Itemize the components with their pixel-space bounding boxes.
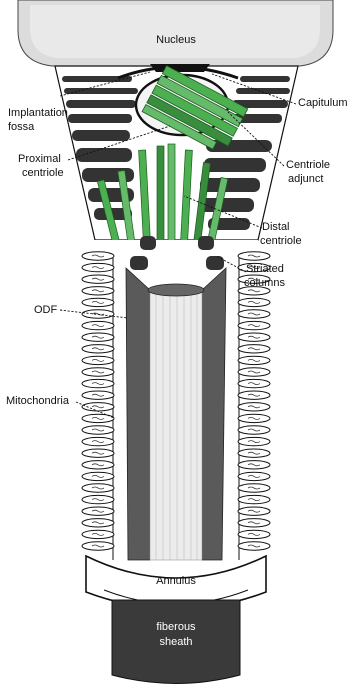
capitulum-label: Capitulum bbox=[298, 97, 348, 109]
annulus-label: Annulus bbox=[156, 575, 196, 587]
odf-left bbox=[126, 268, 150, 560]
proximal-centriole-label-line2: centriole bbox=[22, 167, 64, 179]
centriole-adjunct-label-line1: Centriole bbox=[286, 159, 330, 171]
striated-columns-label-line2: columns bbox=[244, 277, 285, 289]
implantation-fossa-label-line2: fossa bbox=[8, 121, 35, 133]
fiberous-sheath-label-line1: fiberous bbox=[156, 621, 196, 633]
striated-columns-label-line1: Striated bbox=[246, 263, 284, 275]
odf-label: ODF bbox=[34, 304, 58, 316]
nucleus bbox=[18, 0, 333, 66]
fiberous-sheath-label-line2: sheath bbox=[159, 636, 192, 648]
implantation-fossa-label-line1: Implantation bbox=[8, 107, 68, 119]
nucleus-label: Nucleus bbox=[156, 34, 196, 46]
distal-centriole-label-line1: Distal bbox=[262, 221, 290, 233]
mitochondria-label: Mitochondria bbox=[6, 395, 70, 407]
proximal-centriole-label-line1: Proximal bbox=[18, 153, 61, 165]
axoneme bbox=[150, 290, 202, 560]
centriole-adjunct-label-line2: adjunct bbox=[288, 173, 323, 185]
midpiece bbox=[92, 236, 258, 560]
distal-centriole-label-line2: centriole bbox=[260, 235, 302, 247]
odf-right bbox=[202, 268, 226, 560]
